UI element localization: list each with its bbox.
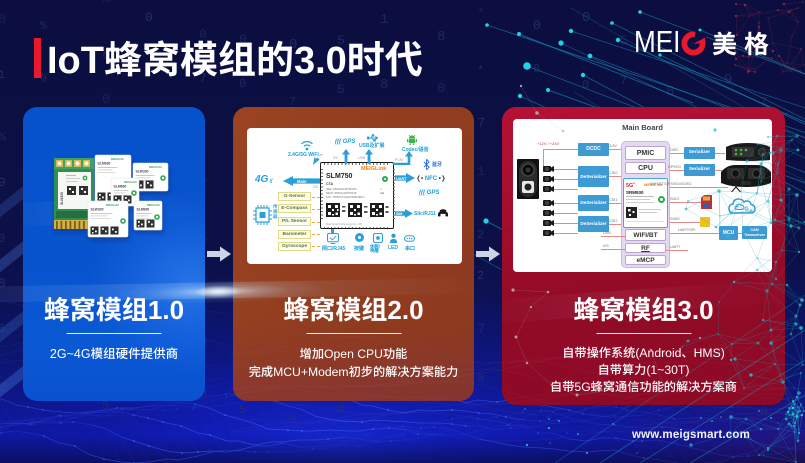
svg-text:2: 2	[477, 269, 484, 283]
svg-text:5: 5	[239, 403, 246, 417]
svg-text:0: 0	[582, 78, 589, 92]
svg-text:6: 6	[289, 411, 297, 426]
svg-text:MEIGLIN: MEIGLIN	[149, 165, 162, 169]
svg-text:5: 5	[620, 398, 628, 413]
svg-text:6: 6	[0, 322, 5, 336]
svg-text:5: 5	[337, 33, 345, 48]
svg-text:SLW330: SLW330	[136, 170, 149, 174]
svg-text:7: 7	[477, 116, 485, 132]
svg-text:0: 0	[40, 72, 47, 86]
svg-text:5: 5	[102, 399, 109, 413]
svg-text:SLM930: SLM930	[137, 208, 150, 212]
svg-text:0: 0	[533, 18, 541, 33]
svg-text:5: 5	[760, 38, 768, 53]
svg-text:9: 9	[724, 72, 732, 88]
svg-text:%: %	[0, 130, 7, 146]
svg-text:MEIGLIN: MEIGLIN	[124, 180, 137, 184]
svg-text:7: 7	[620, 74, 627, 88]
svg-text:7: 7	[199, 71, 207, 86]
svg-text:6: 6	[724, 28, 732, 43]
svg-text:0: 0	[337, 401, 345, 416]
svg-text:%: %	[40, 19, 48, 33]
svg-text:8: 8	[437, 29, 445, 45]
svg-text:0: 0	[760, 404, 768, 419]
svg-text:0: 0	[437, 81, 445, 97]
svg-text:1: 1	[380, 12, 388, 28]
svg-text:0: 0	[239, 77, 246, 91]
svg-text:*: *	[666, 34, 674, 50]
svg-text:SLW320: SLW320	[91, 208, 104, 212]
svg-text:G: G	[745, 207, 749, 213]
svg-text:7: 7	[760, 95, 767, 109]
svg-text:%: %	[102, 0, 110, 6]
svg-text:9: 9	[0, 175, 6, 190]
svg-text:7: 7	[477, 322, 485, 338]
svg-text:7: 7	[289, 95, 296, 109]
svg-text:0: 0	[239, 32, 247, 47]
svg-text:0: 0	[0, 232, 5, 246]
svg-text:UART: UART	[396, 177, 407, 181]
svg-text:SLM926: SLM926	[98, 162, 111, 166]
svg-text:8: 8	[199, 386, 207, 402]
svg-text:1: 1	[477, 164, 485, 179]
svg-text:5: 5	[620, 33, 628, 48]
svg-text:8: 8	[0, 276, 6, 291]
svg-text:SIM: SIM	[396, 212, 402, 216]
svg-text:MEIGLIN: MEIGLIN	[106, 203, 119, 207]
svg-text:Main: Main	[297, 179, 307, 184]
svg-text:8: 8	[102, 47, 110, 63]
svg-text:0: 0	[289, 37, 297, 53]
svg-text:0: 0	[477, 372, 484, 386]
svg-text:2: 2	[0, 380, 6, 396]
svg-text:0: 0	[102, 92, 110, 108]
svg-text:SLM630: SLM630	[114, 185, 127, 189]
svg-text:2: 2	[477, 228, 484, 242]
svg-text:*: *	[145, 64, 152, 78]
svg-text:1: 1	[0, 68, 5, 82]
svg-text:SLW320: SLW320	[60, 192, 64, 205]
svg-text:0: 0	[145, 10, 153, 25]
svg-text:8: 8	[533, 62, 540, 76]
svg-text:5: 5	[337, 82, 345, 97]
svg-text:0: 0	[199, 27, 207, 42]
svg-text:8: 8	[0, 12, 6, 28]
svg-text:*: *	[477, 64, 484, 78]
svg-text:8: 8	[666, 84, 674, 100]
svg-text:0: 0	[582, 10, 590, 26]
svg-text:MEIGLIN: MEIGLIN	[111, 157, 124, 161]
svg-text:*: *	[477, 6, 485, 22]
svg-text:8: 8	[380, 77, 388, 93]
svg-text:MEIGLIN: MEIGLIN	[147, 203, 160, 207]
